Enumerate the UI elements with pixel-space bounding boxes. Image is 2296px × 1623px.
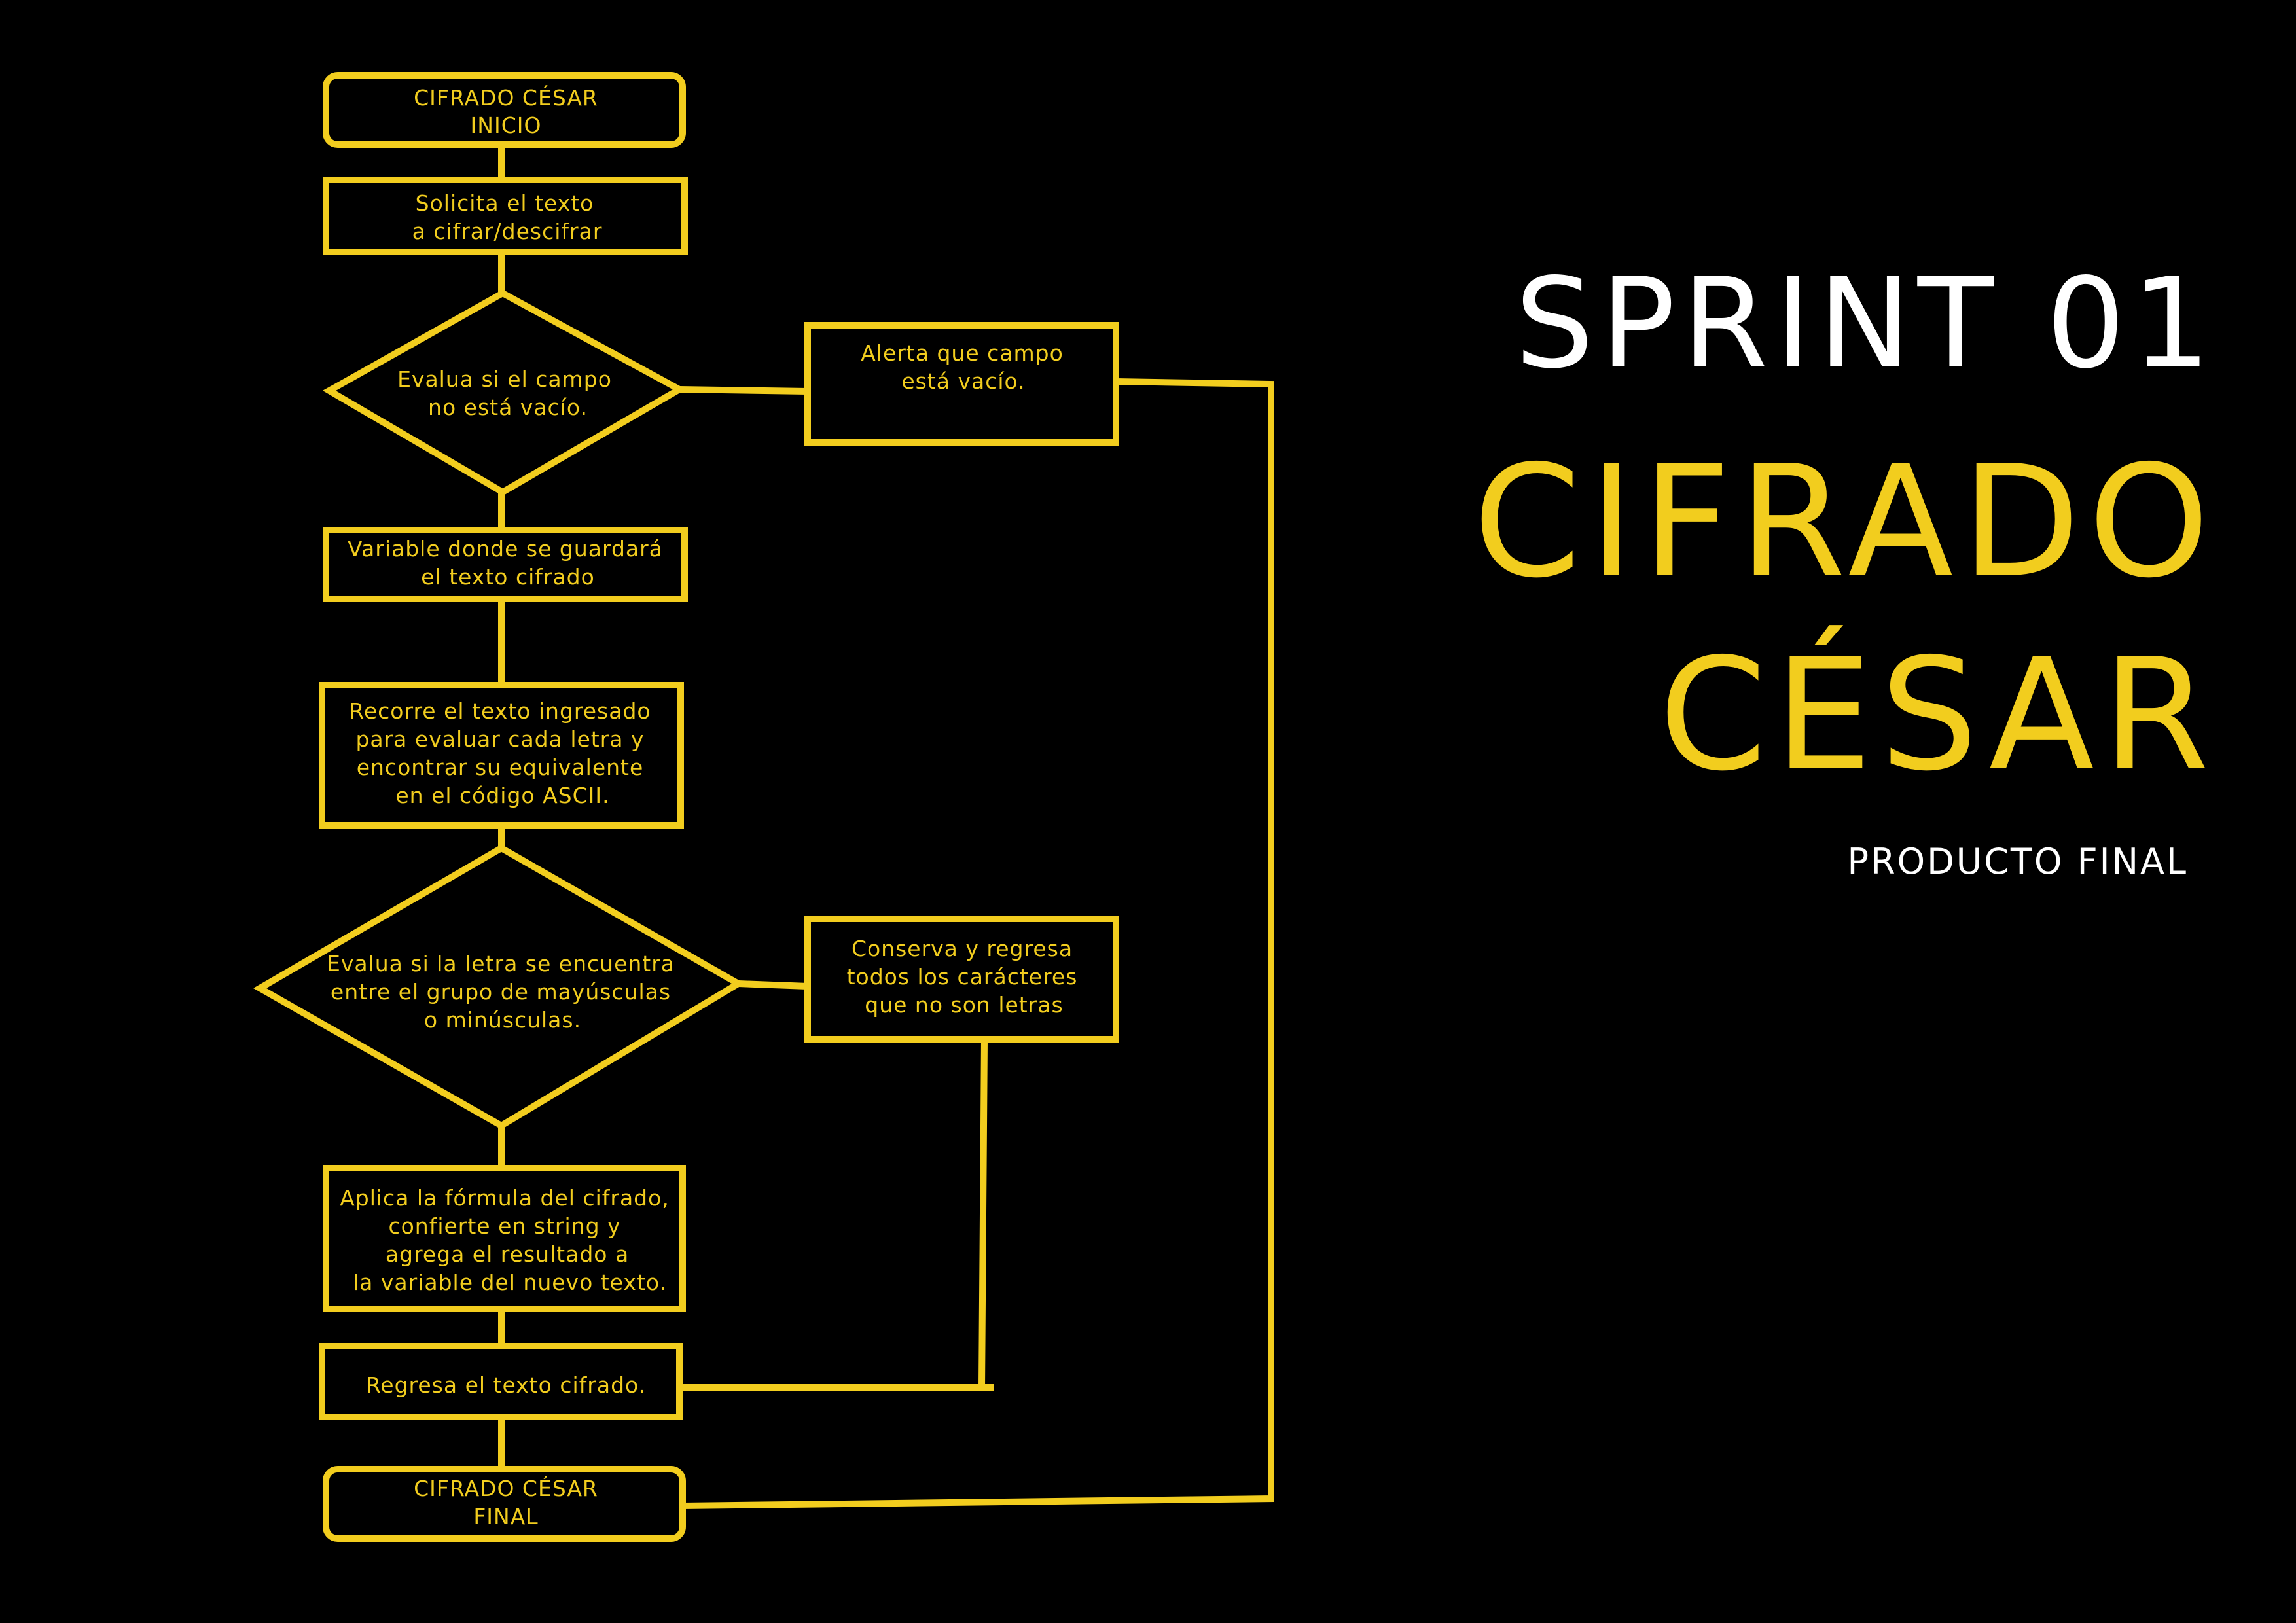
- variable-step: [323, 527, 688, 602]
- connector-check-letter-keep: [738, 980, 808, 990]
- connector-keep-to-return: [683, 1039, 988, 1391]
- loop-step-label-1: Recorre el texto ingresado: [349, 698, 651, 724]
- page-title-line-1: CIFRADO: [1473, 432, 2217, 612]
- check-empty-label-2: no está vacío.: [428, 395, 588, 420]
- alert-empty-label-2: está vacío.: [901, 368, 1025, 394]
- page-subtitle: PRODUCTO FINAL: [1847, 841, 2188, 882]
- check-letter-label-2: entre el grupo de mayúsculas: [331, 979, 671, 1005]
- connector-check-empty-alert: [679, 386, 808, 395]
- end-node-label-2: FINAL: [473, 1504, 538, 1529]
- alert-empty-step: [804, 322, 1119, 446]
- variable-step-label-2: el texto cifrado: [421, 564, 595, 590]
- variable-step-label-1: Variable donde se guardará: [348, 536, 663, 562]
- start-node: [323, 72, 686, 148]
- check-letter-decision: [253, 844, 745, 1130]
- check-empty-label-1: Evalua si el campo: [397, 366, 612, 392]
- keep-chars-label-2: todos los carácteres: [847, 964, 1078, 990]
- apply-formula-label-4: la variable del nuevo texto.: [353, 1270, 667, 1295]
- check-letter-label-3: o minúsculas.: [424, 1007, 581, 1033]
- check-letter-label-1: Evalua si la letra se encuentra: [327, 951, 675, 976]
- loop-step: [319, 682, 684, 829]
- start-node-label-2: INICIO: [471, 113, 542, 138]
- page-title: CIFRADO CÉSAR: [1473, 425, 2217, 812]
- apply-formula-label-3: agrega el resultado a: [386, 1241, 629, 1267]
- end-node-label-1: CIFRADO CÉSAR: [414, 1475, 598, 1501]
- page-title-line-2: CÉSAR: [1659, 625, 2217, 805]
- apply-formula-label-1: Aplica la fórmula del cifrado,: [340, 1185, 670, 1211]
- end-node: [323, 1466, 686, 1542]
- input-step: [323, 177, 688, 255]
- input-step-label-1: Solicita el texto: [416, 190, 594, 216]
- loop-step-label-3: encontrar su equivalente: [357, 755, 644, 780]
- loop-step-label-4: en el código ASCII.: [395, 783, 609, 808]
- input-step-label-2: a cifrar/descifrar: [412, 219, 603, 244]
- keep-chars-label-3: que no son letras: [865, 992, 1063, 1018]
- return-text-label: Regresa el texto cifrado.: [366, 1372, 646, 1398]
- sprint-label: SPRINT 01: [1515, 251, 2217, 396]
- apply-formula-label-2: confierte en string y: [388, 1213, 620, 1239]
- loop-step-label-2: para evaluar cada letra y: [355, 726, 644, 752]
- check-empty-decision: [322, 289, 687, 496]
- apply-formula-step: [323, 1165, 686, 1312]
- flowchart: CIFRADO CÉSAR INICIO Solicita el texto a…: [253, 72, 1274, 1542]
- connector-alert-to-end: [682, 378, 1274, 1509]
- alert-empty-label-1: Alerta que campo: [861, 340, 1064, 366]
- return-text-step: [319, 1343, 683, 1420]
- keep-chars-label-1: Conserva y regresa: [852, 936, 1073, 961]
- start-node-label-1: CIFRADO CÉSAR: [414, 84, 598, 111]
- keep-chars-step: [804, 916, 1119, 1043]
